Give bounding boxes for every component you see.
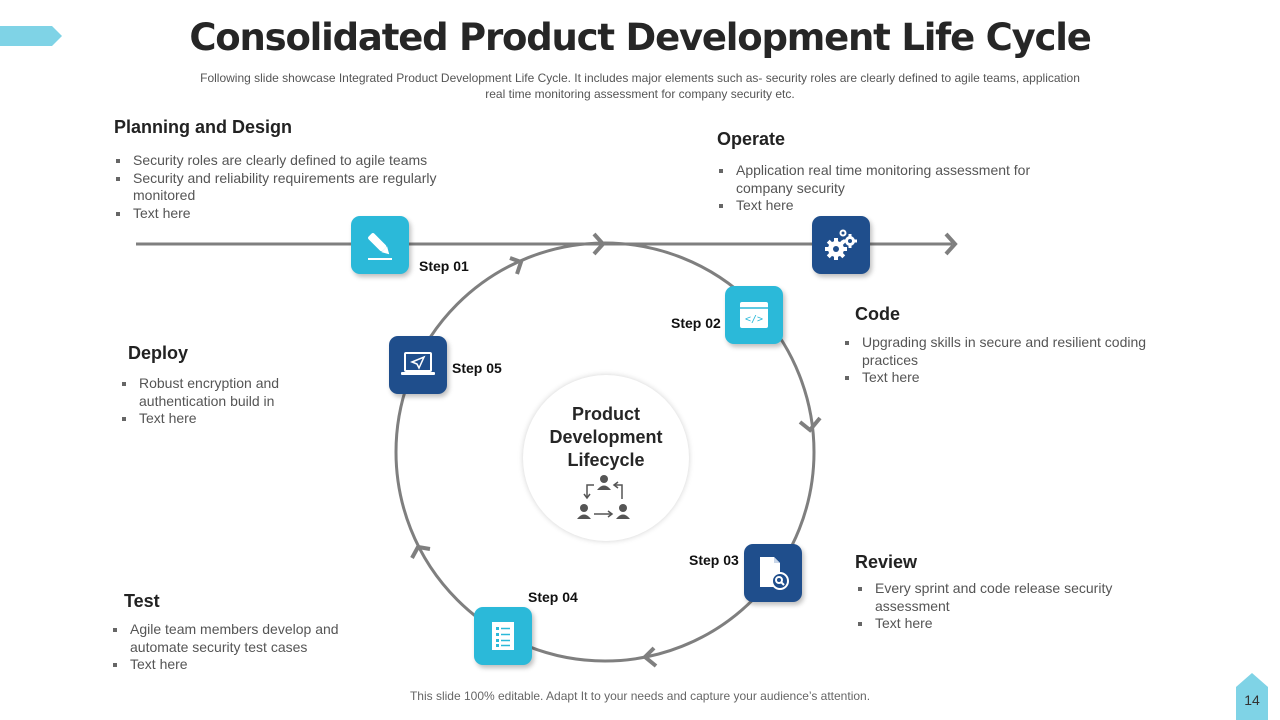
bullet-item: Security roles are clearly defined to ag…: [114, 152, 474, 170]
bullet-item: Every sprint and code release security a…: [856, 580, 1146, 615]
section-operate-title: Operate: [717, 129, 786, 149]
cycle-arrow-left: [410, 544, 431, 559]
laptop-send-icon: [401, 352, 435, 375]
page-number: 14: [1244, 692, 1260, 708]
bullet-item: Text here: [717, 197, 1037, 215]
section-deploy-title: Deploy: [128, 343, 189, 363]
section-deploy-bullets: Robust encryption and authentication bui…: [120, 375, 300, 428]
section-planning-bullets: Security roles are clearly defined to ag…: [114, 152, 474, 222]
step-01-icon-box: [351, 216, 409, 274]
step-02-icon-box: </>: [725, 286, 783, 344]
bullet-item: Text here: [843, 369, 1173, 387]
step-03-label: Step 03: [689, 552, 739, 568]
svg-text:</>: </>: [745, 314, 763, 325]
bullet-item: Application real time monitoring assessm…: [717, 162, 1037, 197]
cycle-arrow-top: [509, 256, 524, 275]
pen-icon: [368, 233, 392, 260]
center-title: Product Development Lifecycle: [549, 404, 663, 470]
section-code-bullets: Upgrading skills in secure and resilient…: [843, 334, 1173, 387]
cycle-ring: [394, 241, 816, 663]
bullet-item: Text here: [856, 615, 1146, 633]
bullet-item: Text here: [111, 656, 371, 674]
cycle-arrow-bottom: [642, 646, 658, 668]
bullet-item: Text here: [120, 410, 300, 428]
corner-tab-decoration: [0, 26, 62, 46]
section-planning-title: Planning and Design: [114, 117, 293, 137]
operate-icon-box: [812, 216, 870, 274]
step-05-icon-box: [389, 336, 447, 394]
section-operate-bullets: Application real time monitoring assessm…: [717, 162, 1037, 215]
section-test-bullets: Agile team members develop and automate …: [111, 621, 371, 674]
bullet-item: Text here: [114, 205, 474, 223]
cycle-arrow-right: [798, 416, 822, 433]
bullet-item: Robust encryption and authentication bui…: [120, 375, 300, 410]
bullet-item: Agile team members develop and automate …: [111, 621, 371, 656]
section-test-title: Test: [124, 591, 160, 611]
step-04-label: Step 04: [528, 589, 578, 605]
page-number-badge: [1236, 673, 1268, 720]
step-05-label: Step 05: [452, 360, 502, 376]
section-review-title: Review: [855, 552, 918, 572]
step-03-icon-box: [744, 544, 802, 602]
step-01-label: Step 01: [419, 258, 469, 274]
code-window-icon: </>: [740, 302, 768, 328]
step-02-label: Step 02: [671, 315, 721, 331]
gears-icon: [825, 229, 857, 260]
section-review-bullets: Every sprint and code release security a…: [856, 580, 1146, 633]
timeline-arrow-end: [944, 232, 958, 256]
team-cycle-icon: [577, 475, 630, 519]
bullet-item: Upgrading skills in secure and resilient…: [843, 334, 1173, 369]
slide-subtitle: Following slide showcase Integrated Prod…: [200, 71, 1080, 101]
document-search-icon: [760, 557, 789, 590]
footer-note: This slide 100% editable. Adapt It to yo…: [409, 689, 871, 703]
bullet-item: Security and reliability requirements ar…: [114, 170, 474, 205]
checklist-icon: [492, 622, 514, 650]
slide-title: Consolidated Product Development Life Cy…: [189, 16, 1092, 59]
section-code-title: Code: [855, 304, 900, 324]
step-04-icon-box: [474, 607, 532, 665]
